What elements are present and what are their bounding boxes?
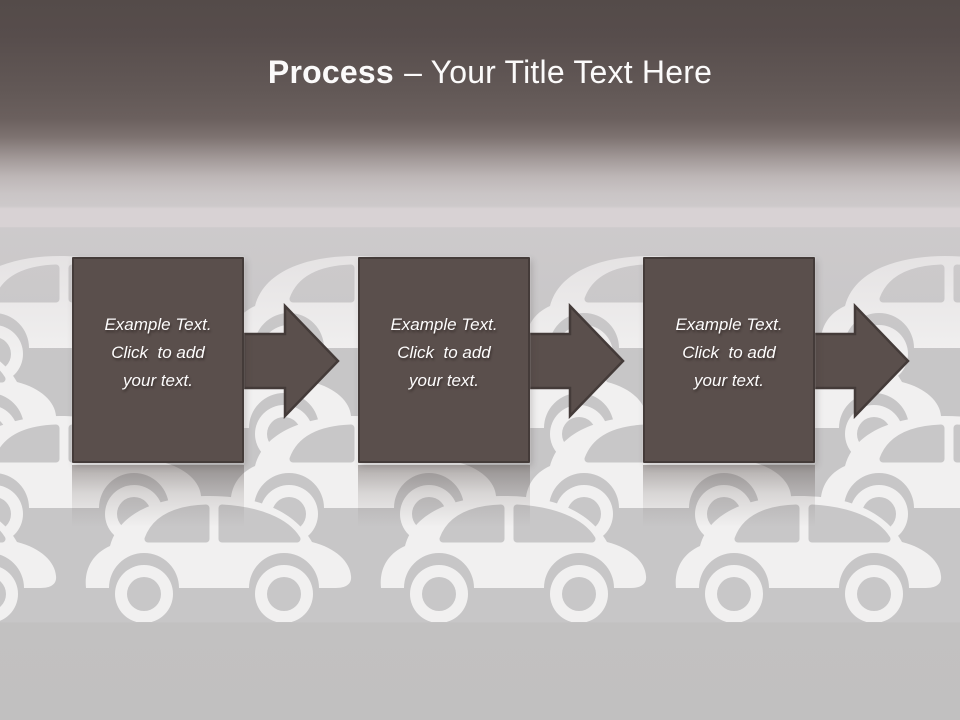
slide-title: Process – Your Title Text Here [0,54,960,91]
slide-title-keyword: Process [267,54,394,90]
process-step-1[interactable]: Example Text. Click to add your text. [72,257,244,463]
step-text-line: Example Text. [675,315,783,334]
process-step-3[interactable]: Example Text. Click to add your text. [643,257,815,463]
step-text-line: Click to add [682,343,776,362]
step-text-line: Click to add [111,343,205,362]
step-text-line: Click to add [397,343,491,362]
step-text-line: Example Text. [390,315,498,334]
step-text-line: Example Text. [104,315,212,334]
slide-title-rest: – Your Title Text Here [404,54,713,90]
arrow-right-shape-2 [528,303,625,419]
step-text-line: your text. [409,371,479,390]
step-text-line: your text. [123,371,193,390]
process-step-3-text: Example Text. Click to add your text. [675,311,782,395]
process-step-2-text: Example Text. Click to add your text. [390,311,497,395]
arrow-right-shape-1 [243,303,340,419]
step-text-line: your text. [694,371,764,390]
arrow-right-shape-3 [813,303,910,419]
process-step-2[interactable]: Example Text. Click to add your text. [358,257,530,463]
process-step-1-text: Example Text. Click to add your text. [104,311,211,395]
